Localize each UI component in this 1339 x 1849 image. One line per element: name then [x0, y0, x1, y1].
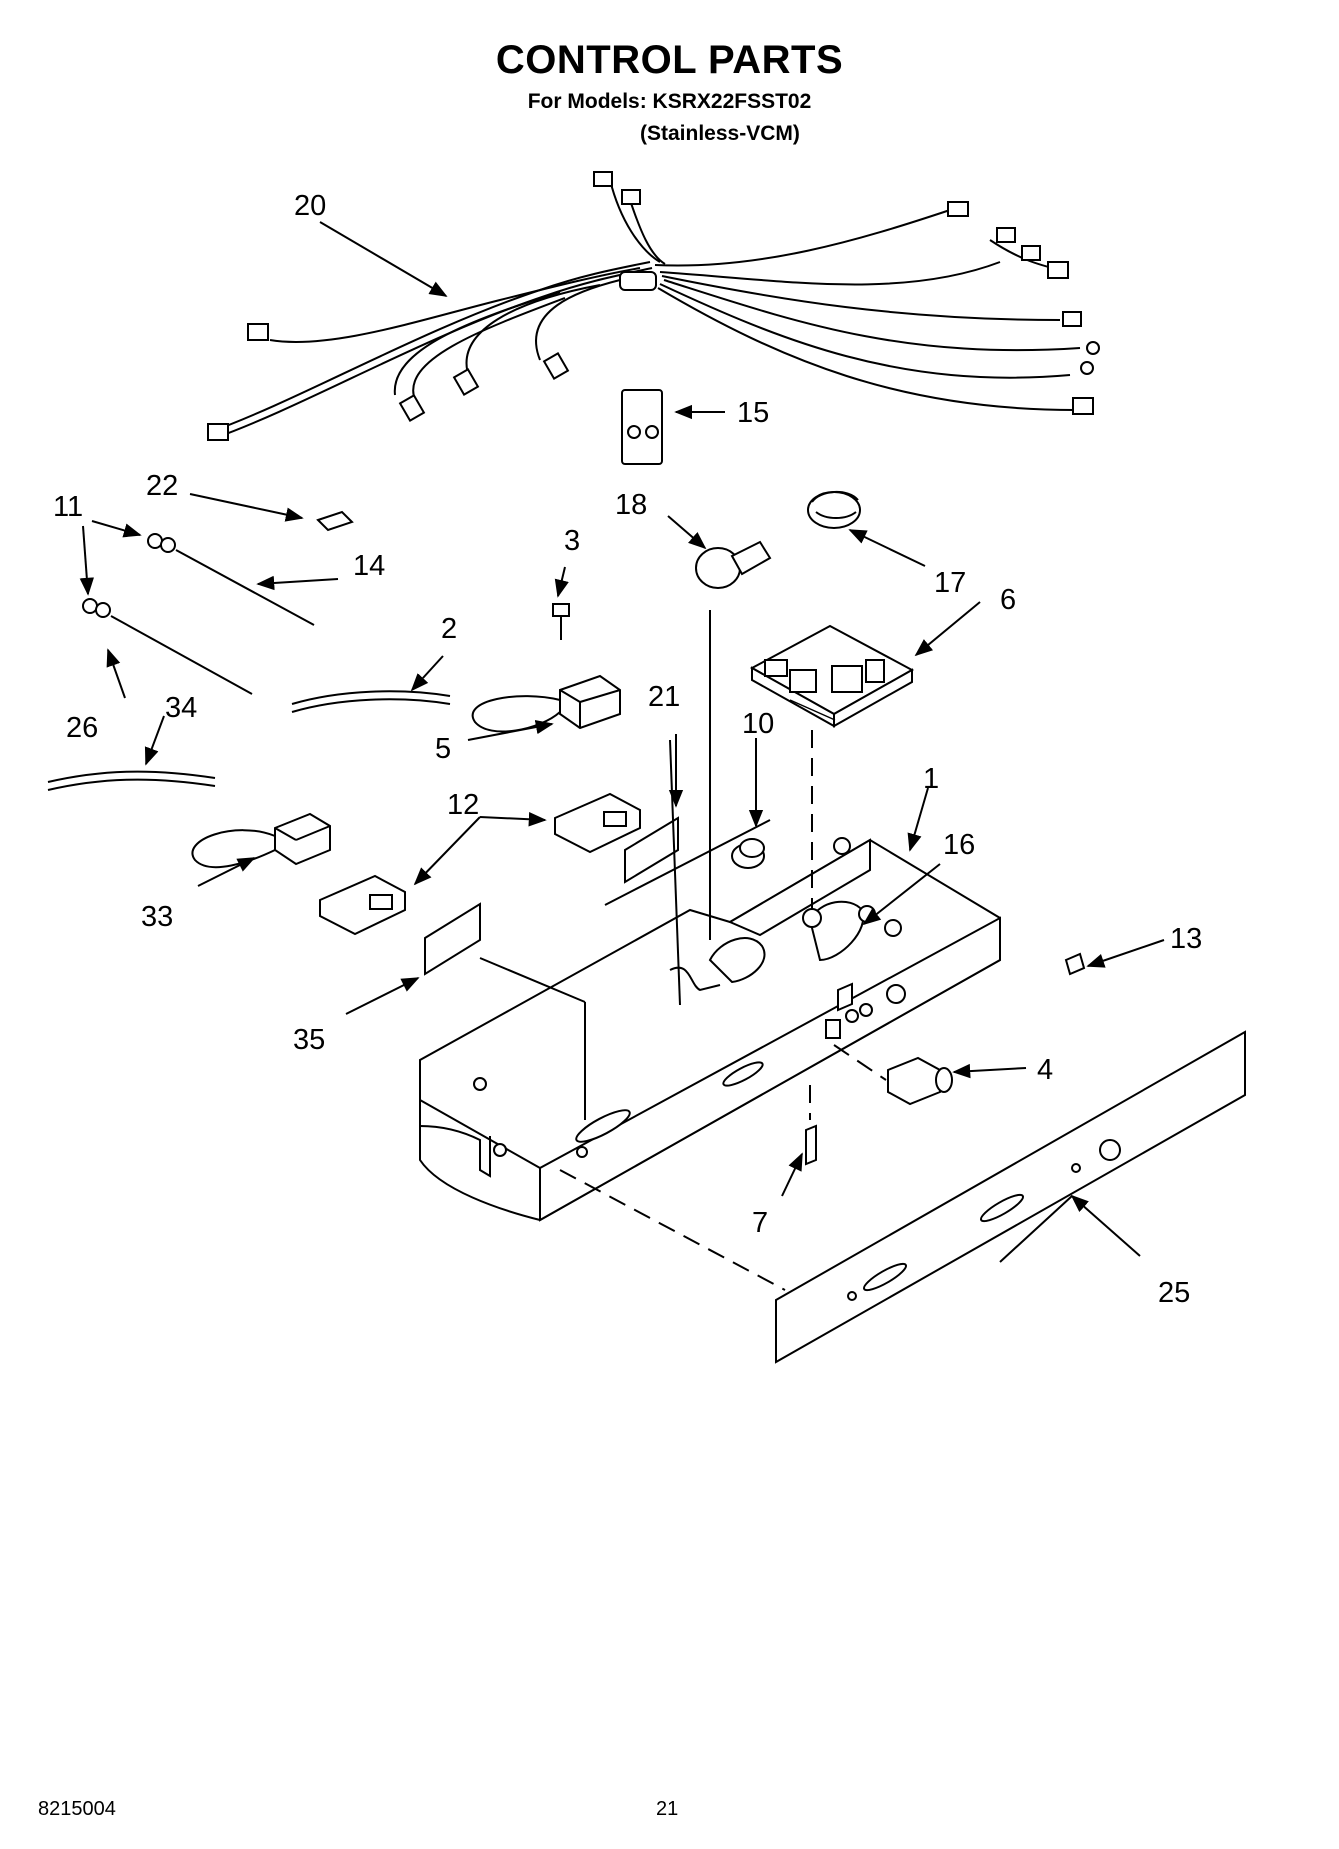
plug-part — [731, 838, 765, 869]
callout-7: 7 — [752, 1207, 768, 1239]
callout-15: 15 — [737, 397, 769, 429]
callout-17: 17 — [934, 567, 966, 599]
callout-34: 34 — [165, 692, 197, 724]
callout-10: 10 — [742, 708, 774, 740]
callout-22: 22 — [146, 470, 178, 502]
callout-labels: 20 15 22 11 14 18 17 3 6 2 26 5 34 21 10… — [53, 190, 1202, 1309]
callout-16: 16 — [943, 829, 975, 861]
callout-13: 13 — [1170, 923, 1202, 955]
label-part-2 — [424, 902, 481, 976]
screw-part-2 — [837, 982, 853, 1012]
label-part — [624, 816, 679, 884]
callout-35: 35 — [293, 1024, 325, 1056]
finish-line: (Stainless-VCM) — [640, 122, 800, 145]
thermistor-part — [82, 533, 315, 695]
control-board-part — [749, 624, 915, 728]
callout-1: 1 — [923, 763, 939, 795]
callout-33: 33 — [141, 901, 173, 933]
callout-14: 14 — [353, 550, 385, 582]
callout-5: 5 — [435, 733, 451, 765]
callout-6: 6 — [1000, 584, 1016, 616]
control-panel-part — [775, 1030, 1246, 1364]
callout-arrows — [79, 221, 1165, 1263]
wire-harness-part — [207, 171, 1100, 441]
light-socket-part — [807, 491, 861, 529]
screw-part-3 — [1064, 952, 1086, 976]
thermostat-part — [887, 1056, 953, 1106]
page-number: 21 — [656, 1798, 679, 1820]
models-line: For Models: KSRX22FSST02 — [527, 90, 812, 113]
callout-3: 3 — [564, 525, 580, 557]
clip-part — [316, 510, 354, 532]
screw-part — [552, 603, 570, 640]
light-bulb-part — [695, 540, 772, 589]
door-switch-part — [471, 674, 621, 733]
page-title: CONTROL PARTS — [495, 38, 844, 82]
callout-12: 12 — [447, 789, 479, 821]
switch-part-2 — [191, 812, 331, 869]
bracket-part — [319, 792, 641, 936]
screw-part-4 — [805, 1124, 817, 1166]
control-housing-part — [419, 819, 1001, 1222]
callout-4: 4 — [1037, 1054, 1053, 1086]
tube-part-2 — [47, 770, 216, 783]
callout-18: 18 — [615, 489, 647, 521]
tube-part — [291, 690, 451, 705]
doc-number: 8215004 — [38, 1798, 116, 1820]
callout-20: 20 — [294, 190, 326, 222]
callout-25: 25 — [1158, 1277, 1190, 1309]
plate-part — [621, 389, 663, 465]
callout-11: 11 — [53, 491, 83, 523]
callout-21: 21 — [648, 681, 680, 713]
callout-26: 26 — [66, 712, 98, 744]
callout-2: 2 — [441, 613, 457, 645]
